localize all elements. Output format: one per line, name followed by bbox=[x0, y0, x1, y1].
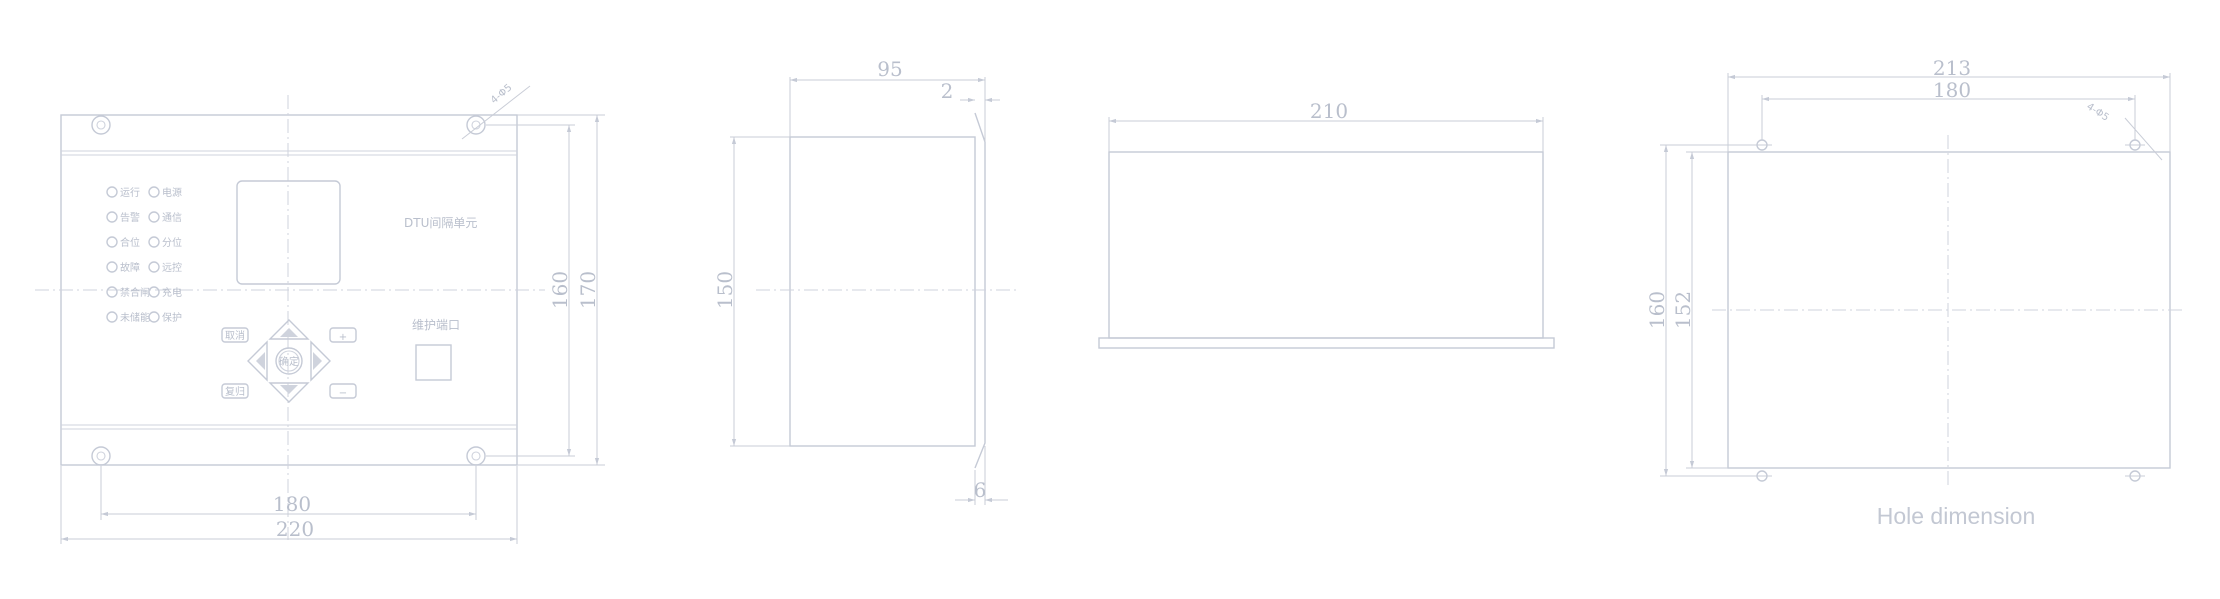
minus-key[interactable]: − bbox=[329, 383, 357, 399]
led-label-right-1: 通信 bbox=[162, 212, 182, 224]
maintenance-port-label: 维护端口 bbox=[412, 318, 460, 332]
led-right-2 bbox=[148, 236, 160, 248]
dim-inner-height: 160 bbox=[548, 271, 572, 309]
led-label-left-2: 合位 bbox=[120, 236, 140, 249]
led-left-2 bbox=[106, 236, 118, 248]
mounting-hole-top-left bbox=[91, 115, 111, 135]
led-right-5 bbox=[148, 311, 160, 323]
hole-leader-line bbox=[461, 85, 531, 140]
led-label-left-5: 未储能 bbox=[120, 311, 150, 324]
dim-hole-span: 180 bbox=[273, 492, 311, 516]
dim-hole-height-inner: 152 bbox=[1671, 291, 1695, 329]
led-right-3 bbox=[148, 261, 160, 273]
dim-bottom: 6 bbox=[974, 478, 987, 502]
mounting-hole-top-right bbox=[466, 115, 486, 135]
dim-outer-height: 170 bbox=[576, 271, 600, 309]
led-right-0 bbox=[148, 186, 160, 198]
mounting-hole-bottom-right bbox=[466, 446, 486, 466]
led-label-right-4: 充电 bbox=[162, 286, 182, 299]
left-arrow-key[interactable] bbox=[247, 340, 268, 382]
plus-key[interactable]: + bbox=[329, 327, 357, 343]
led-left-4 bbox=[106, 286, 118, 298]
led-left-0 bbox=[106, 186, 118, 198]
svg-text:取消: 取消 bbox=[225, 329, 245, 342]
svg-text:+: + bbox=[339, 332, 347, 343]
led-label-right-2: 分位 bbox=[162, 236, 182, 249]
side-view: 95 2 150 6 bbox=[713, 57, 1020, 505]
dim-side-height: 150 bbox=[713, 271, 737, 309]
led-label-left-1: 告警 bbox=[120, 211, 140, 224]
top-view: 210 bbox=[1098, 99, 1555, 349]
svg-text:确定: 确定 bbox=[279, 355, 299, 368]
dim-cutout-width: 213 bbox=[1933, 56, 1971, 80]
dim-hole-height-outer: 160 bbox=[1645, 291, 1669, 329]
right-arrow-key[interactable] bbox=[310, 340, 331, 382]
led-left-1 bbox=[106, 211, 118, 223]
led-label-right-3: 远控 bbox=[162, 261, 182, 274]
reset-key[interactable]: 复归 bbox=[221, 383, 249, 399]
led-indicators: 运行 电源告警 通信合位 分位故障 远控禁合闸充电未储能保护 bbox=[106, 186, 182, 324]
hole-note: 4-Φ5 bbox=[2084, 101, 2110, 123]
cancel-key[interactable]: 取消 bbox=[221, 327, 249, 343]
side-body bbox=[789, 136, 976, 447]
hole-marker-bottom-right bbox=[2125, 470, 2145, 482]
svg-text:复归: 复归 bbox=[225, 385, 245, 398]
confirm-key[interactable]: 确定 bbox=[275, 347, 303, 375]
led-left-5 bbox=[106, 311, 118, 323]
dim-flange: 2 bbox=[941, 79, 954, 103]
hole-view: 213 180 4-Φ5 160 152 Hole dimension bbox=[1645, 56, 2185, 529]
dim-width: 220 bbox=[276, 517, 314, 541]
top-flange bbox=[1098, 337, 1555, 349]
led-label-right-5: 保护 bbox=[162, 311, 182, 324]
dim-top-width: 210 bbox=[1310, 99, 1348, 123]
led-label-right-0: 电源 bbox=[162, 186, 182, 199]
side-flange bbox=[974, 112, 986, 469]
led-label-left-3: 故障 bbox=[120, 261, 140, 274]
device-title: DTU间隔单元 bbox=[404, 216, 477, 230]
mounting-hole-bottom-left bbox=[91, 446, 111, 466]
down-arrow-key[interactable] bbox=[268, 382, 310, 403]
dim-hole-span: 180 bbox=[1933, 78, 1971, 102]
svg-text:−: − bbox=[339, 388, 347, 399]
dim-depth: 95 bbox=[877, 57, 902, 81]
led-right-4 bbox=[148, 286, 160, 298]
led-left-3 bbox=[106, 261, 118, 273]
led-label-left-0: 运行 bbox=[120, 186, 140, 199]
front-view: 运行 电源告警 通信合位 分位故障 远控禁合闸充电未储能保护 DTU间隔单元 取消 复归… bbox=[35, 82, 605, 544]
maintenance-port bbox=[415, 344, 452, 381]
led-label-left-4: 禁合闸 bbox=[120, 286, 150, 299]
led-right-1 bbox=[148, 211, 160, 223]
hole-note: 4-Φ5 bbox=[489, 82, 515, 106]
top-body bbox=[1108, 151, 1544, 339]
hole-marker-top-right bbox=[2125, 139, 2145, 151]
lcd-screen bbox=[236, 180, 341, 285]
keypad: 取消 复归 + − bbox=[221, 319, 357, 403]
hole-dimension-caption: Hole dimension bbox=[1877, 503, 2036, 529]
up-arrow-key[interactable] bbox=[268, 319, 310, 340]
